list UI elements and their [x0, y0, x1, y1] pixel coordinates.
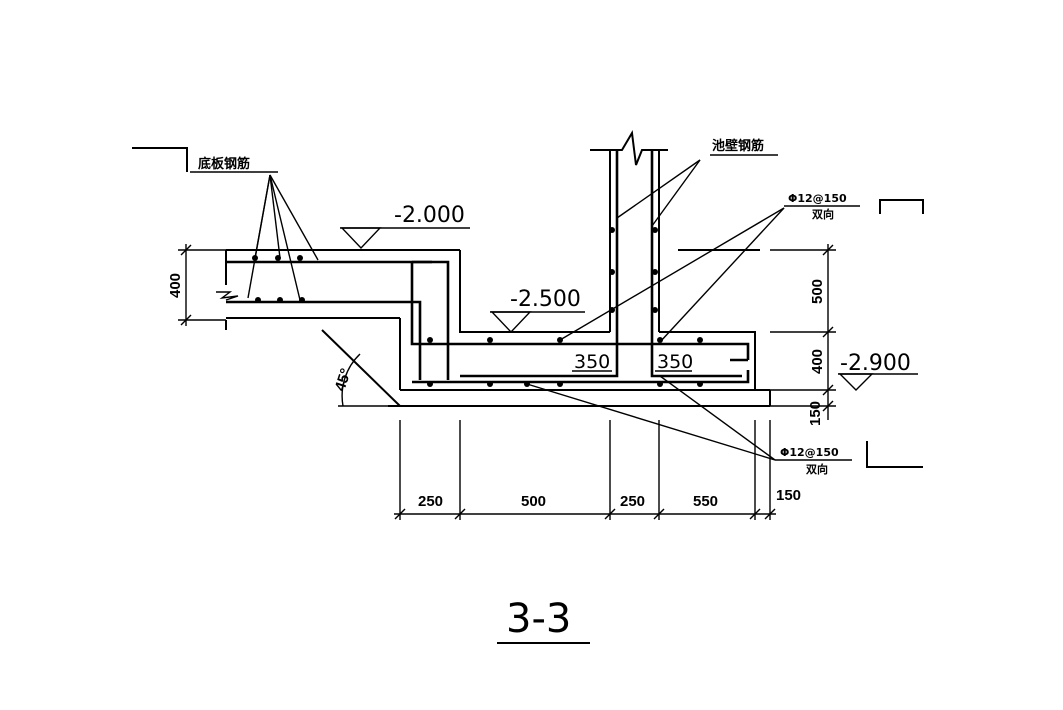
elevation-top-label: -2.000: [394, 203, 465, 228]
dim-bottom-5: 150: [776, 487, 801, 504]
section-marker-top-right: [879, 199, 924, 214]
pit-slab-thickness-label: 400: [809, 349, 826, 374]
floor-rebar-label: 底板钢筋: [198, 156, 250, 172]
dim-bottom-2: 500: [521, 493, 546, 510]
elevation-bottom-label: -2.900: [840, 351, 911, 376]
dimension-right-vertical: [770, 244, 836, 420]
rebar-spec-bottom: Φ12@150: [780, 446, 839, 459]
slab-thickness-label: 400: [167, 273, 184, 298]
dim-bottom-4: 550: [693, 493, 718, 510]
section-title: 3-3: [506, 596, 571, 642]
both-ways-top: 双向: [812, 207, 834, 221]
wall-height-label: 500: [809, 279, 826, 304]
dim-bottom-1: 250: [418, 493, 443, 510]
elevation-pit-label: -2.500: [510, 287, 581, 312]
rebar-lines: [226, 150, 750, 384]
concrete-outline: [216, 129, 771, 407]
dimension-slab-thickness: [178, 244, 226, 326]
wall-rebar-label: 池壁钢筋: [712, 138, 764, 154]
both-ways-bottom: 双向: [806, 462, 828, 476]
anchor-left-label: 350: [574, 351, 610, 373]
dimension-bottom-chain: [394, 420, 776, 520]
elevation-symbol-bottom: [838, 373, 918, 391]
cushion-label: 150: [807, 401, 824, 426]
section-marker-bottom-right: [866, 441, 923, 468]
angle-label: 45°: [332, 366, 355, 393]
angle-indicator: [338, 353, 400, 407]
anchor-right-label: 350: [657, 351, 693, 373]
rebar-spec-top: Φ12@150: [788, 192, 847, 205]
leader-lines: [190, 154, 860, 461]
dim-bottom-3: 250: [620, 493, 645, 510]
rebar-dots: [252, 227, 703, 387]
elevation-symbol-top: [340, 227, 470, 250]
elevation-symbol-pit: [490, 311, 585, 334]
section-marker-top-left: [132, 147, 188, 172]
